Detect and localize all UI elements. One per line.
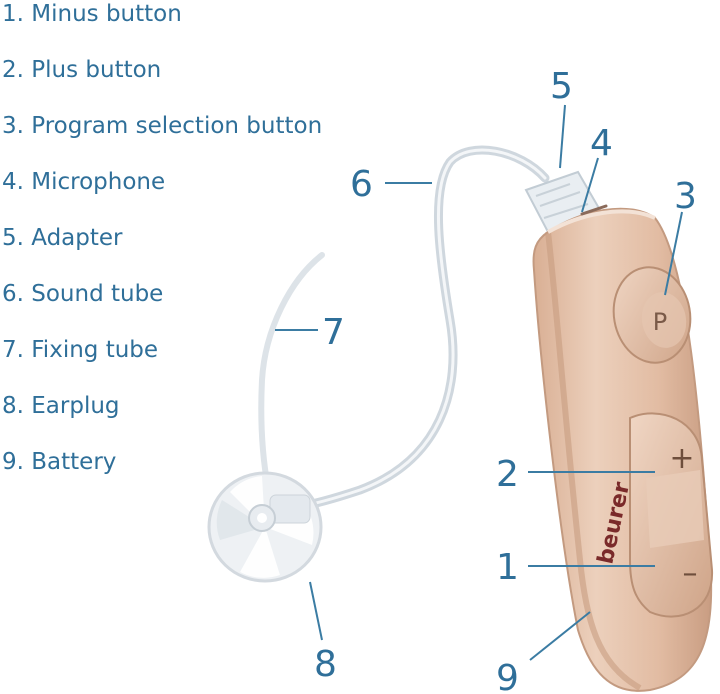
leader-line-8 <box>309 581 323 641</box>
legend-item-plus-button: 2. Plus button <box>2 57 162 83</box>
callout-1: 1 <box>496 547 519 588</box>
housing-side-panel <box>545 231 642 691</box>
leader-line-3 <box>664 211 683 296</box>
legend-item-fixing-tube: 7. Fixing tube <box>2 337 159 363</box>
callout-6: 6 <box>350 164 373 205</box>
callout-5: 5 <box>550 66 573 107</box>
callout-8: 8 <box>314 644 337 685</box>
legend-item-battery: 9. Battery <box>2 449 117 475</box>
callout-3: 3 <box>674 176 697 217</box>
legend-item-program-button: 3. Program selection button <box>2 113 323 139</box>
plus-button[interactable]: + <box>669 441 694 476</box>
program-button-label: P <box>653 308 667 336</box>
sound-tube-highlight <box>294 148 547 509</box>
leader-line-4 <box>581 157 599 213</box>
callout-9: 9 <box>496 658 519 694</box>
fixing-tube <box>258 252 325 491</box>
program-selection-button[interactable]: P <box>606 261 698 369</box>
callout-7: 7 <box>322 312 345 353</box>
callout-2: 2 <box>496 454 519 495</box>
minus-button[interactable]: – <box>683 556 698 591</box>
earplug <box>207 471 323 583</box>
legend-item-earplug: 8. Earplug <box>2 393 120 419</box>
leader-line-9 <box>529 611 591 661</box>
legend-item-microphone: 4. Microphone <box>2 169 166 195</box>
legend-item-minus-button: 1. Minus button <box>2 1 182 27</box>
parts-legend: 1. Minus button 2. Plus button 3. Progra… <box>0 0 400 480</box>
housing-top-edge <box>547 209 656 234</box>
callout-4: 4 <box>590 123 613 164</box>
legend-item-adapter: 5. Adapter <box>2 225 123 251</box>
legend-item-sound-tube: 6. Sound tube <box>2 281 164 307</box>
leader-line-5 <box>559 104 566 169</box>
microphone <box>580 204 608 216</box>
